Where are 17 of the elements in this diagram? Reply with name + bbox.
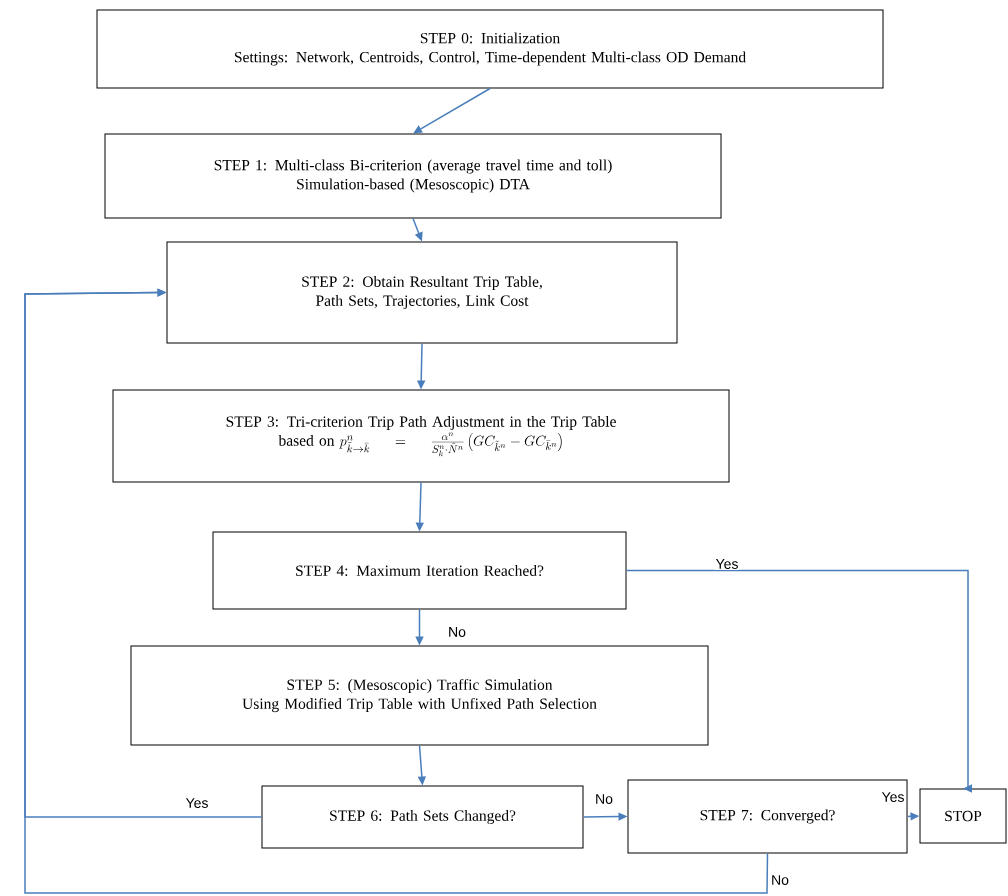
arrow <box>625 569 973 793</box>
edge-label: Yes <box>880 791 906 803</box>
edge-label: Yes <box>184 797 210 809</box>
process-box: STEP 3: Tri-criterion Trip Path Adjustment in the Trip Table based on $p^{n}_{\tilde{k}\rightarrow\bar{k}} = \frac{\alpha^{n}}{S^{n}_{k}\cdot\tilde{N}^{n}}\left(GC_{\tilde{k}^{n}} - GC_{\bar{k}^{n}}\right)$ <box>112 389 730 483</box>
arrow <box>24 288 769 894</box>
arrow <box>413 87 491 134</box>
edge-label: Yes <box>714 558 740 570</box>
edge-label: No <box>447 626 467 638</box>
process-box: STEP 1: Multi-class Bi-criterion (average travel time and toll) Simulation-based (Mesoscopic) DTA <box>104 133 722 219</box>
edge-label: No <box>594 793 614 805</box>
process-box: STEP 5: (Mesoscopic) Traffic Simulation Using Modified Trip Table with Unfixed Path Selection <box>130 645 709 746</box>
terminal-box: STOP <box>919 788 1007 844</box>
decision-box: STEP 6: Path Sets Changed? <box>261 785 584 849</box>
edge-label: No <box>770 874 790 886</box>
process-box: STEP 0: Initialization Settings: Network, Centroids, Control, Time-dependent Multi-class OD Demand <box>96 9 884 89</box>
decision-box: STEP 4: Maximum Iteration Reached? <box>212 531 627 610</box>
process-box: STEP 2: Obtain Resultant Trip Table, Path Sets, Trajectories, Link Cost <box>166 241 678 344</box>
